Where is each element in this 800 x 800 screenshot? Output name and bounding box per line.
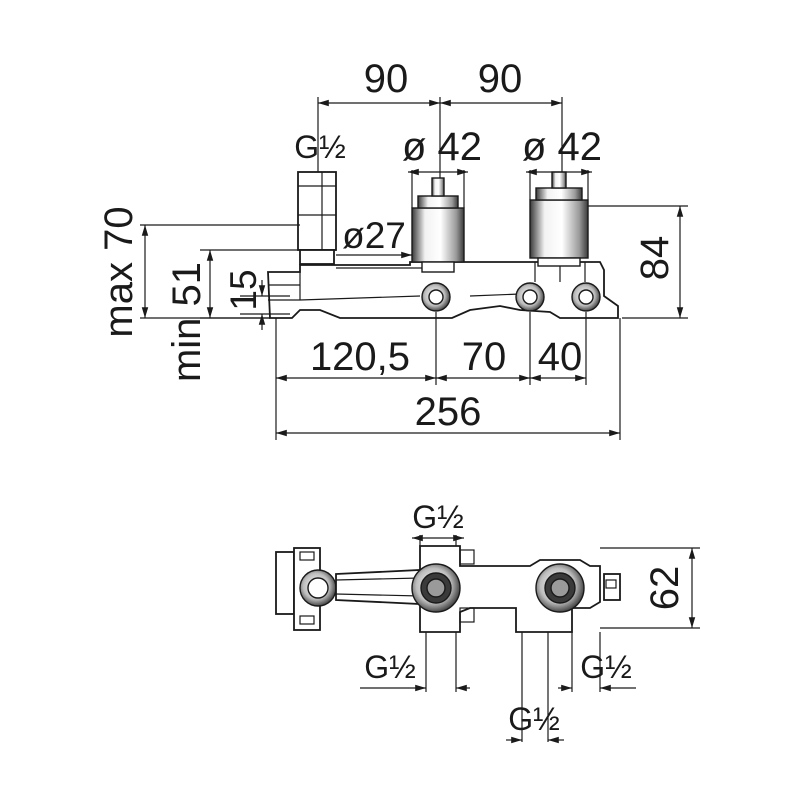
- plan-depth: 62: [643, 566, 687, 611]
- ext-lines-top: [317, 97, 563, 178]
- plan-pipe: [335, 569, 421, 605]
- dim-span-a: 120,5: [310, 335, 410, 379]
- dim-top-span-right: 90: [478, 57, 523, 101]
- plan-thread-center: G½: [508, 701, 560, 737]
- front-dimension-lines: [141, 99, 684, 437]
- plan-tab-1: [459, 549, 475, 565]
- dim-overall: 256: [415, 390, 482, 434]
- dim-max-depth: max 70: [97, 206, 141, 337]
- dim-thread-top: G½: [294, 129, 346, 165]
- dim-height-right: 84: [633, 236, 677, 281]
- plate-detail-line: [299, 295, 421, 301]
- front-view: [140, 97, 688, 440]
- plan-thread-right: G½: [580, 649, 632, 685]
- plan-tab-2: [459, 607, 475, 623]
- dim-dia-right: ø 42: [522, 125, 602, 169]
- dim-span-c: 40: [538, 335, 583, 379]
- dim-dia-inner: ø27: [342, 215, 406, 256]
- plate-detail-line-2: [469, 293, 521, 297]
- ext-lines-min51: [200, 249, 300, 319]
- plan-thread-left: G½: [364, 649, 416, 685]
- dim-dia-left: ø 42: [402, 125, 482, 169]
- dim-top-span-left: 90: [364, 57, 409, 101]
- dim-offset: 15: [223, 269, 264, 310]
- dim-span-b: 70: [462, 335, 507, 379]
- plan-thread-top: G½: [412, 499, 464, 535]
- front-cartridge-right: [529, 171, 589, 267]
- ext-lines-dia: [411, 170, 589, 208]
- plan-dimension-lines: [360, 534, 700, 744]
- front-cartridge-left: [411, 177, 465, 273]
- ext-lines-84: [588, 205, 688, 319]
- plan-view: [275, 545, 621, 633]
- front-inlet-stub: [297, 171, 337, 265]
- dim-min-depth: min 51: [165, 262, 209, 382]
- plan-back-plate: [275, 551, 295, 615]
